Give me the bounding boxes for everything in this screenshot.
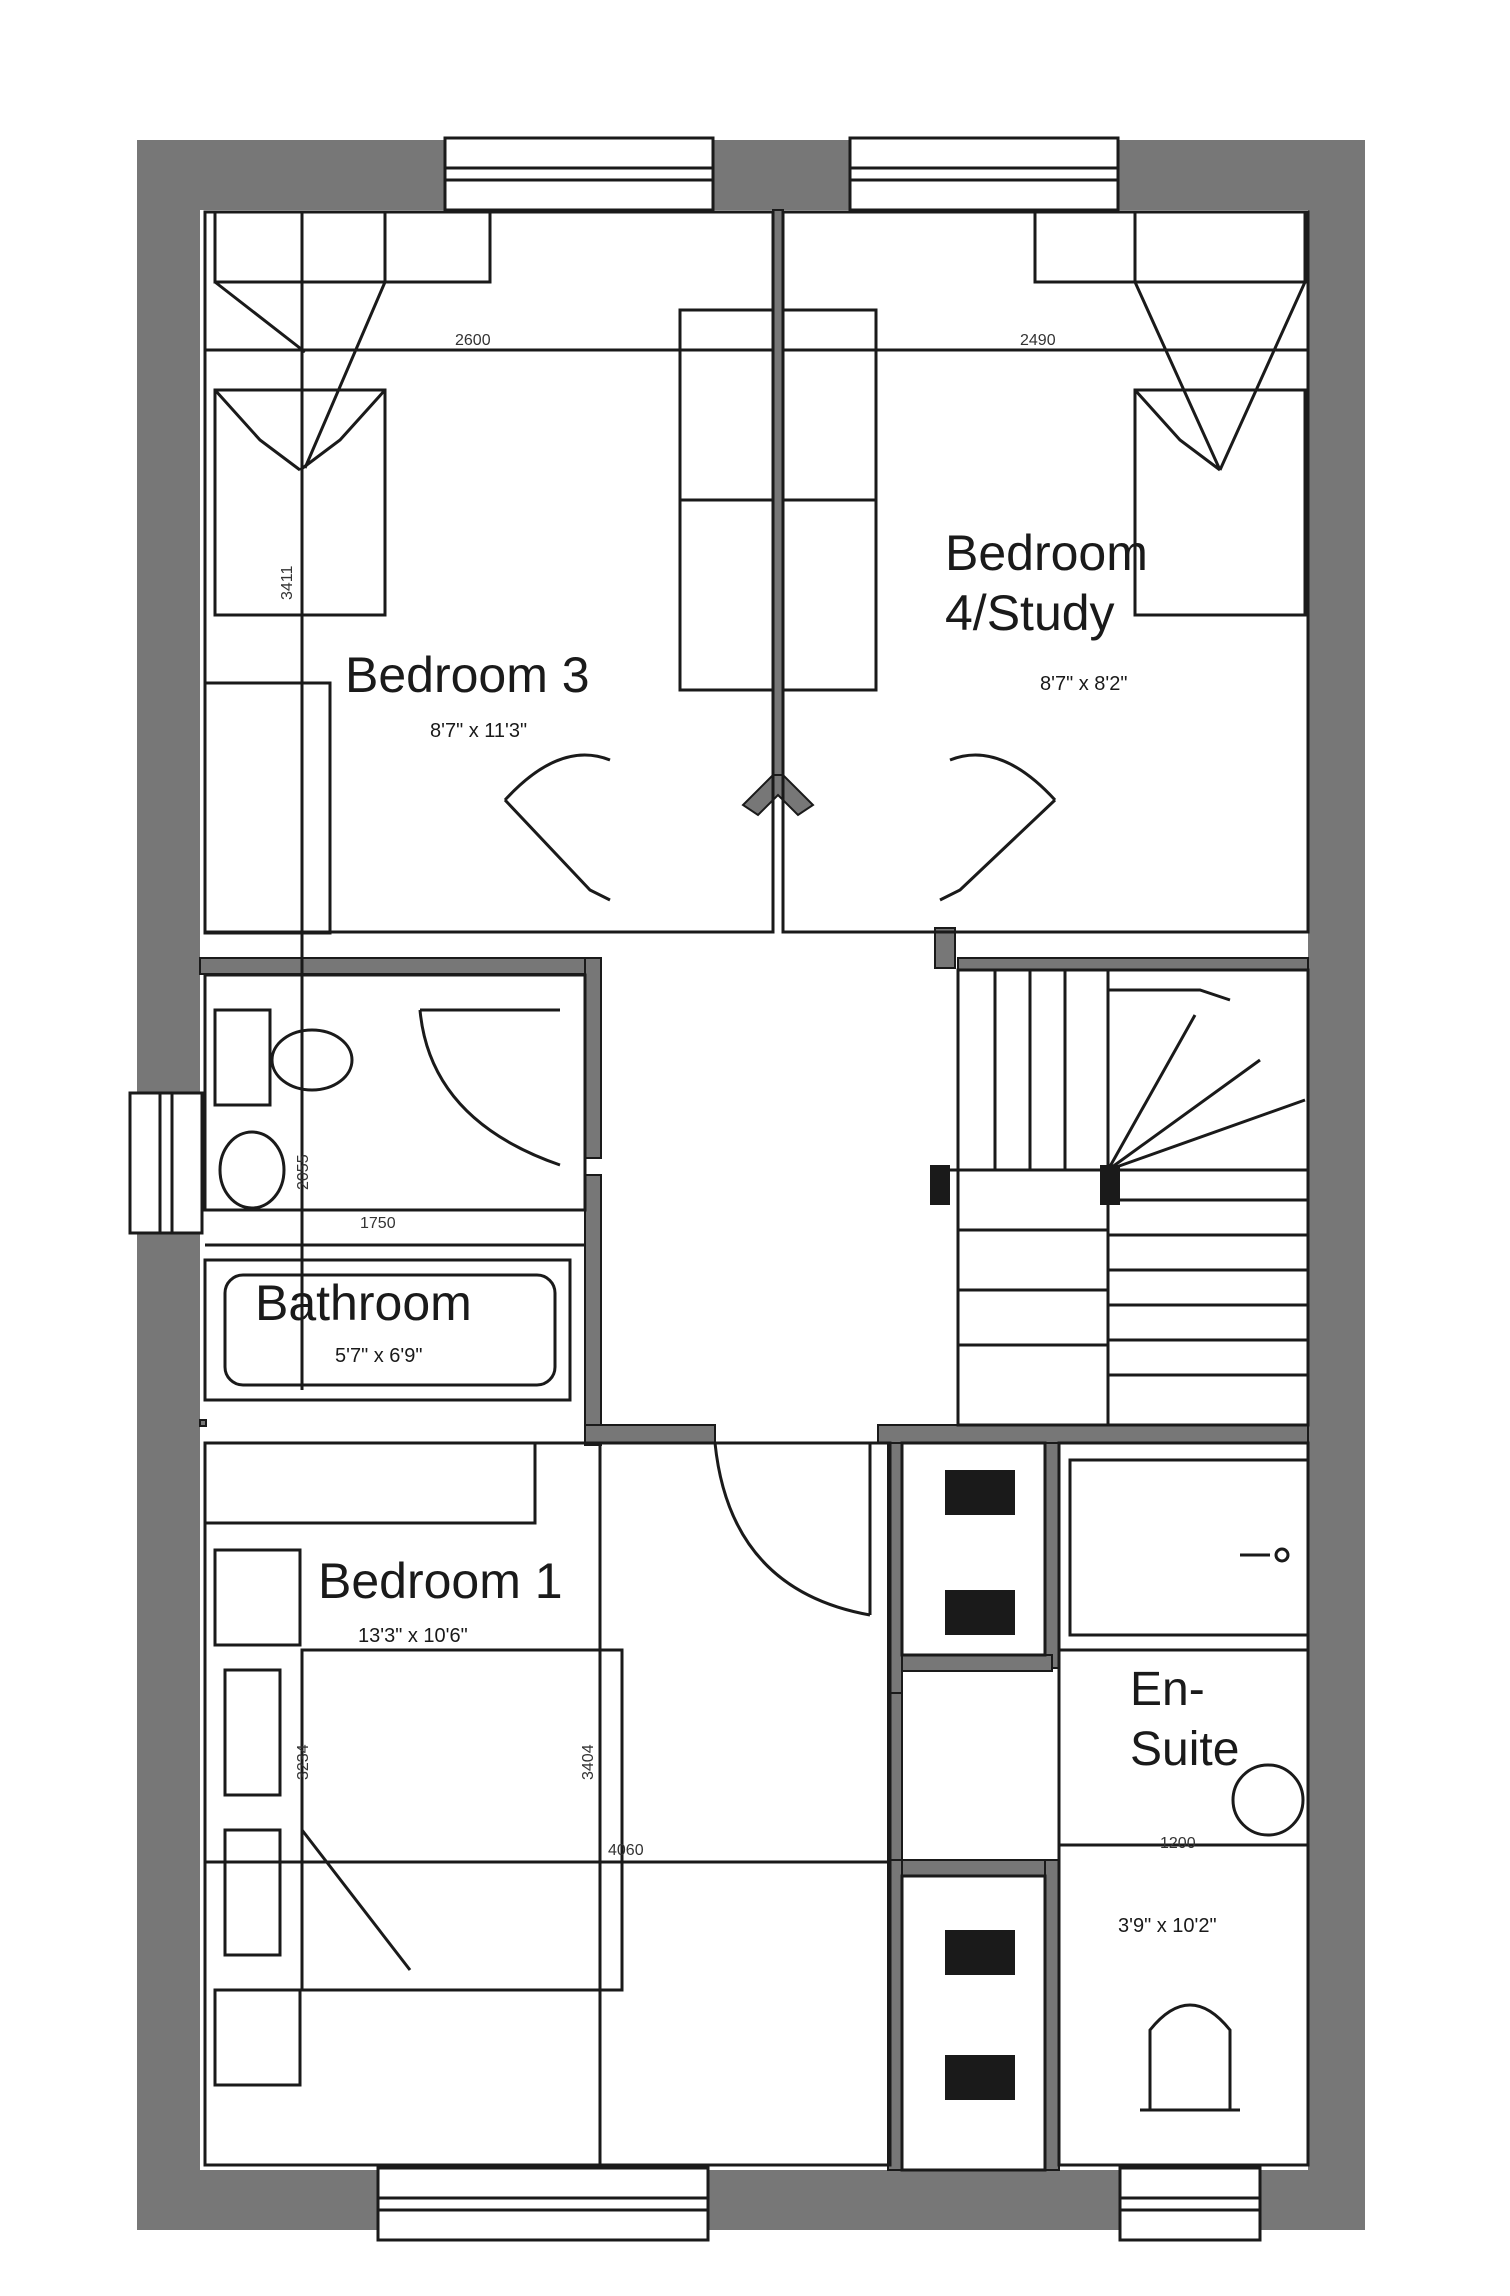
bedroom4-bedside	[1033, 210, 1137, 284]
bedroom1-cabinet-b	[223, 1828, 282, 1957]
dim-bed1-width: 4060	[608, 1842, 644, 1859]
bedroom4-bed	[1133, 388, 1307, 617]
bedroom1-door-swing	[713, 1442, 871, 1617]
bedroom1-wardrobe-top	[203, 1441, 537, 1525]
dim-bed3-side: 3411	[279, 565, 296, 600]
ensuite-toilet	[1148, 2003, 1232, 2112]
bathroom-toilet-cistern	[213, 1008, 272, 1107]
bedroom1-diag	[300, 1829, 412, 1971]
bedroom4-door-swing	[949, 753, 1057, 802]
window-bedroom1	[376, 2166, 710, 2242]
floor-area	[200, 210, 1308, 2170]
bathroom-bath	[203, 1258, 572, 1402]
wall-bath-bed1	[584, 1424, 716, 1444]
bedroom1-bed	[300, 1648, 624, 1992]
wall-cupboard-right	[1044, 1442, 1060, 1669]
ensuite-name-line1: En-	[1130, 1663, 1205, 1716]
wall-stair-bottom	[877, 1424, 1309, 1444]
bedroom1-name: Bedroom 1	[318, 1553, 563, 1609]
windows	[128, 136, 1262, 2242]
bedroom4-name-line1: Bedroom	[945, 525, 1148, 581]
window-bathroom	[128, 1091, 204, 1235]
window-bedroom4	[848, 136, 1120, 212]
wall-bath-landing-lower	[584, 1174, 602, 1446]
bedroom1-bedside-top	[213, 1548, 302, 1647]
bedroom3-name: Bedroom 3	[345, 647, 590, 703]
bathroom-door-swing	[418, 1009, 561, 1167]
cupboard-upper	[900, 1441, 1047, 1657]
window-ensuite	[1118, 2166, 1262, 2242]
staircase-outline	[956, 968, 1310, 1427]
bedroom3-cabinet-diag	[214, 280, 387, 469]
dimension-labels: 2600 2490 3411 1750 2055 3234 3404 4060 …	[279, 332, 1196, 1859]
bedroom1-cabinet-a	[223, 1668, 282, 1797]
bedroom3-bed	[213, 388, 387, 617]
ensuite-name-line2: Suite	[1130, 1723, 1239, 1776]
bedroom3-door-swing	[503, 753, 611, 802]
room-labels: Bedroom 3 8'7" x 11'3" Bedroom 4/Study 8…	[255, 525, 1239, 1937]
bedroom3-size: 8'7" x 11'3"	[430, 720, 527, 742]
wall-cupboard-bottom	[901, 1654, 1053, 1672]
dim-bath-width: 1750	[360, 1215, 396, 1232]
bedroom4-bed-fold	[1133, 281, 1307, 472]
dim-bath-side: 2055	[295, 1154, 312, 1190]
wall-cupboard2-top	[901, 1859, 1053, 1877]
wall-bed1-left-top	[199, 1419, 207, 1427]
bathroom-size: 5'7" x 6'9"	[335, 1345, 422, 1367]
bedroom4-door-leaf	[939, 798, 1057, 902]
dim-bed3-width: 2600	[455, 332, 491, 349]
wall-bath-landing	[584, 957, 602, 1159]
bedroom4-name-line2: 4/Study	[945, 585, 1115, 641]
ensuite-shower	[1068, 1458, 1310, 1637]
dim-bed1-side-a: 3234	[295, 1744, 312, 1780]
stair-newel	[930, 1165, 950, 1205]
wall-landing-corner	[934, 927, 956, 969]
bathroom-outline	[203, 973, 587, 1212]
dim-bed4-width: 2490	[1020, 332, 1056, 349]
stair-newel-2	[1100, 1165, 1120, 1205]
dim-bed1-side-b: 3404	[580, 1744, 597, 1780]
wall-stair-top	[957, 957, 1309, 971]
cupboard-upper-shelf-top	[945, 1470, 1015, 1515]
plan-lines	[203, 210, 1310, 2172]
dim-ensuite-width: 1200	[1160, 1835, 1196, 1852]
ensuite-shower-head	[1274, 1547, 1290, 1563]
cupboard-lower-shelf-top	[945, 1930, 1015, 1975]
bedroom4-size: 8'7" x 8'2"	[1040, 673, 1127, 695]
window-bedroom3	[443, 136, 715, 212]
bathroom-toilet	[218, 1130, 286, 1210]
cupboard-lower	[900, 1874, 1047, 2172]
bedroom3-bed-fold	[213, 388, 387, 472]
cupboard-shelves	[930, 1165, 1120, 2100]
internal-walls	[199, 209, 1309, 2171]
ensuite-size: 3'9" x 10'2"	[1118, 1915, 1217, 1937]
ensuite-basin	[1231, 1763, 1305, 1837]
stair-winder	[1106, 988, 1306, 1172]
bedroom3-desk	[203, 681, 332, 935]
cupboard-lower-shelf-bottom	[945, 2055, 1015, 2100]
bedroom3-wardrobe-b	[678, 498, 775, 692]
ensuite-outline	[1057, 1441, 1310, 2167]
bedroom1-bedside-bottom	[213, 1988, 302, 2087]
cupboard-upper-shelf-bottom	[945, 1590, 1015, 1635]
wall-bed3-bath	[199, 957, 596, 975]
bathroom-bath-inner	[223, 1273, 557, 1387]
bathroom-name: Bathroom	[255, 1275, 472, 1331]
bedroom3-bedside	[383, 210, 492, 284]
bedroom4-wardrobe-b	[781, 498, 878, 692]
bedroom3-door-leaf	[503, 798, 611, 902]
bedroom1-size: 13'3" x 10'6"	[358, 1625, 468, 1647]
bathroom-basin	[270, 1028, 354, 1092]
bedroom1-outline	[203, 1441, 892, 2167]
wall-bed3-bed4-end	[741, 774, 815, 817]
wall-cupboard2-right	[1044, 1859, 1060, 2171]
